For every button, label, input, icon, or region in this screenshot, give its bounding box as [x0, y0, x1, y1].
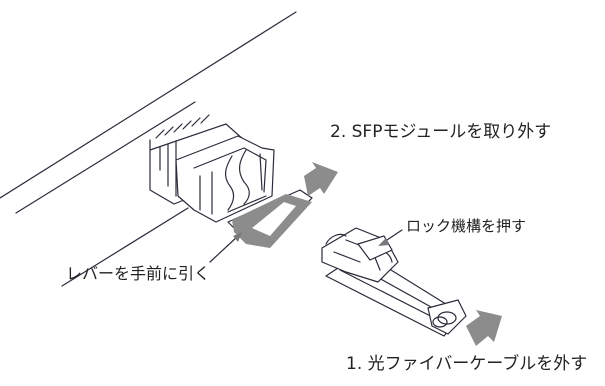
lock-mechanism-label: ロック機構を押す: [406, 217, 527, 235]
lever-highlight: [232, 194, 312, 248]
fiber-connector: [321, 227, 467, 337]
pull-arrow-icon: [304, 162, 338, 196]
lock-pointer-arrow-icon: [378, 229, 403, 246]
cable-pull-arrow-icon: [466, 310, 502, 346]
step2-label: 2. SFPモジュールを取り外す: [330, 122, 552, 142]
lever-pointer-arrow-icon: [209, 232, 242, 263]
lever-label: レバーを手前に引く: [66, 264, 211, 283]
step1-label: 1. 光ファイバーケーブルを外す: [346, 354, 588, 374]
